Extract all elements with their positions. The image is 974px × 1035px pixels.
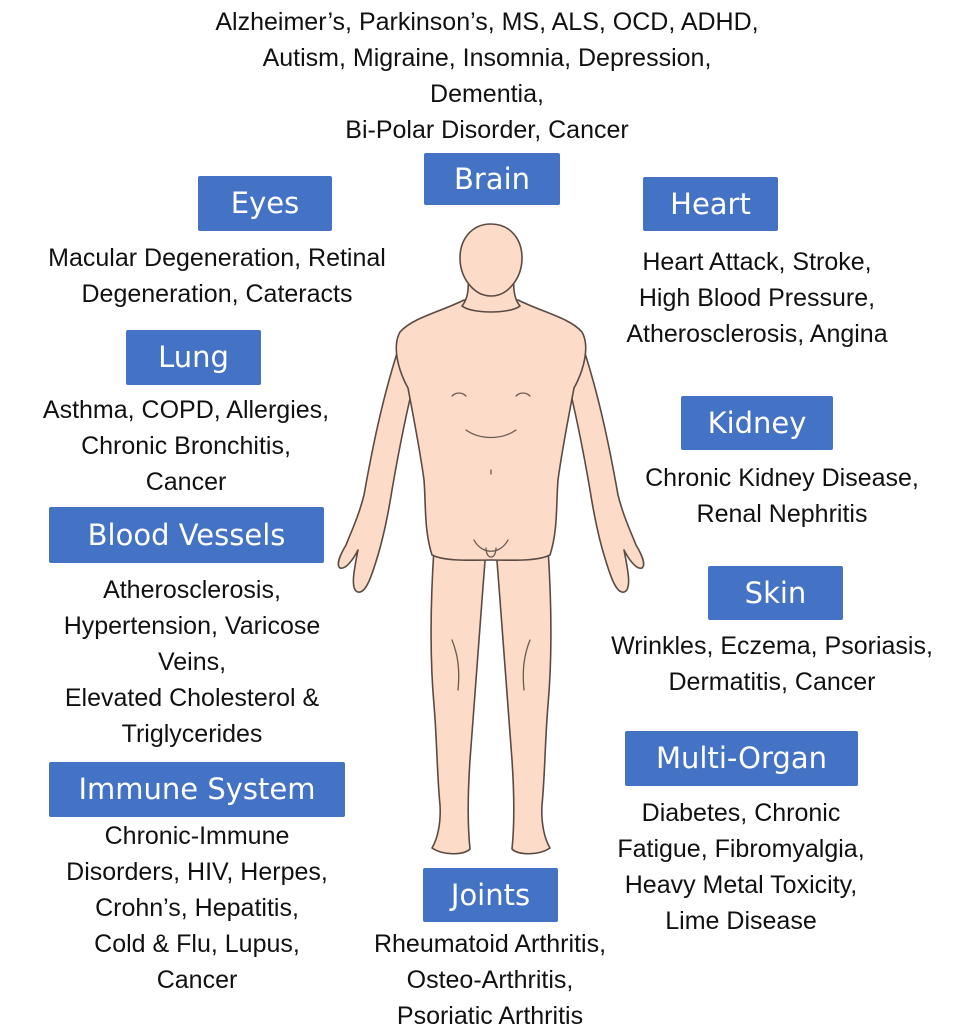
kidney-label: Kidney [681,396,833,450]
head [460,224,522,296]
multi-organ-label: Multi-Organ [625,731,858,786]
lung-label: Lung [126,330,261,385]
joints-label: Joints [423,868,558,922]
blood-vessels-conditions: Atherosclerosis, Hypertension, Varicose … [10,572,374,752]
multi-organ-conditions: Diabetes, Chronic Fatigue, Fibromyalgia,… [574,795,908,939]
eyes-label: Eyes [198,176,332,231]
left-leg [431,548,486,854]
immune-system-conditions: Chronic-Immune Disorders, HIV, Herpes, C… [20,818,374,998]
joints-conditions: Rheumatoid Arthritis, Osteo-Arthritis, P… [330,926,650,1034]
heart-label: Heart [643,177,778,231]
torso [396,300,585,560]
brain-conditions: Alzheimer’s, Parkinson’s, MS, ALS, OCD, … [150,4,824,148]
skin-conditions: Wrinkles, Eczema, Psoriasis, Dermatitis,… [570,628,974,700]
skin-label: Skin [708,566,843,620]
heart-conditions: Heart Attack, Stroke, High Blood Pressur… [580,244,934,352]
blood-vessels-label: Blood Vessels [49,507,324,563]
right-leg [496,548,551,854]
eyes-conditions: Macular Degeneration, Retinal Degenerati… [0,240,434,312]
brain-label: Brain [424,153,560,205]
immune-system-label: Immune System [49,762,345,817]
lung-conditions: Asthma, COPD, Allergies, Chronic Bronchi… [0,392,372,500]
kidney-conditions: Chronic Kidney Disease, Renal Nephritis [600,460,964,532]
